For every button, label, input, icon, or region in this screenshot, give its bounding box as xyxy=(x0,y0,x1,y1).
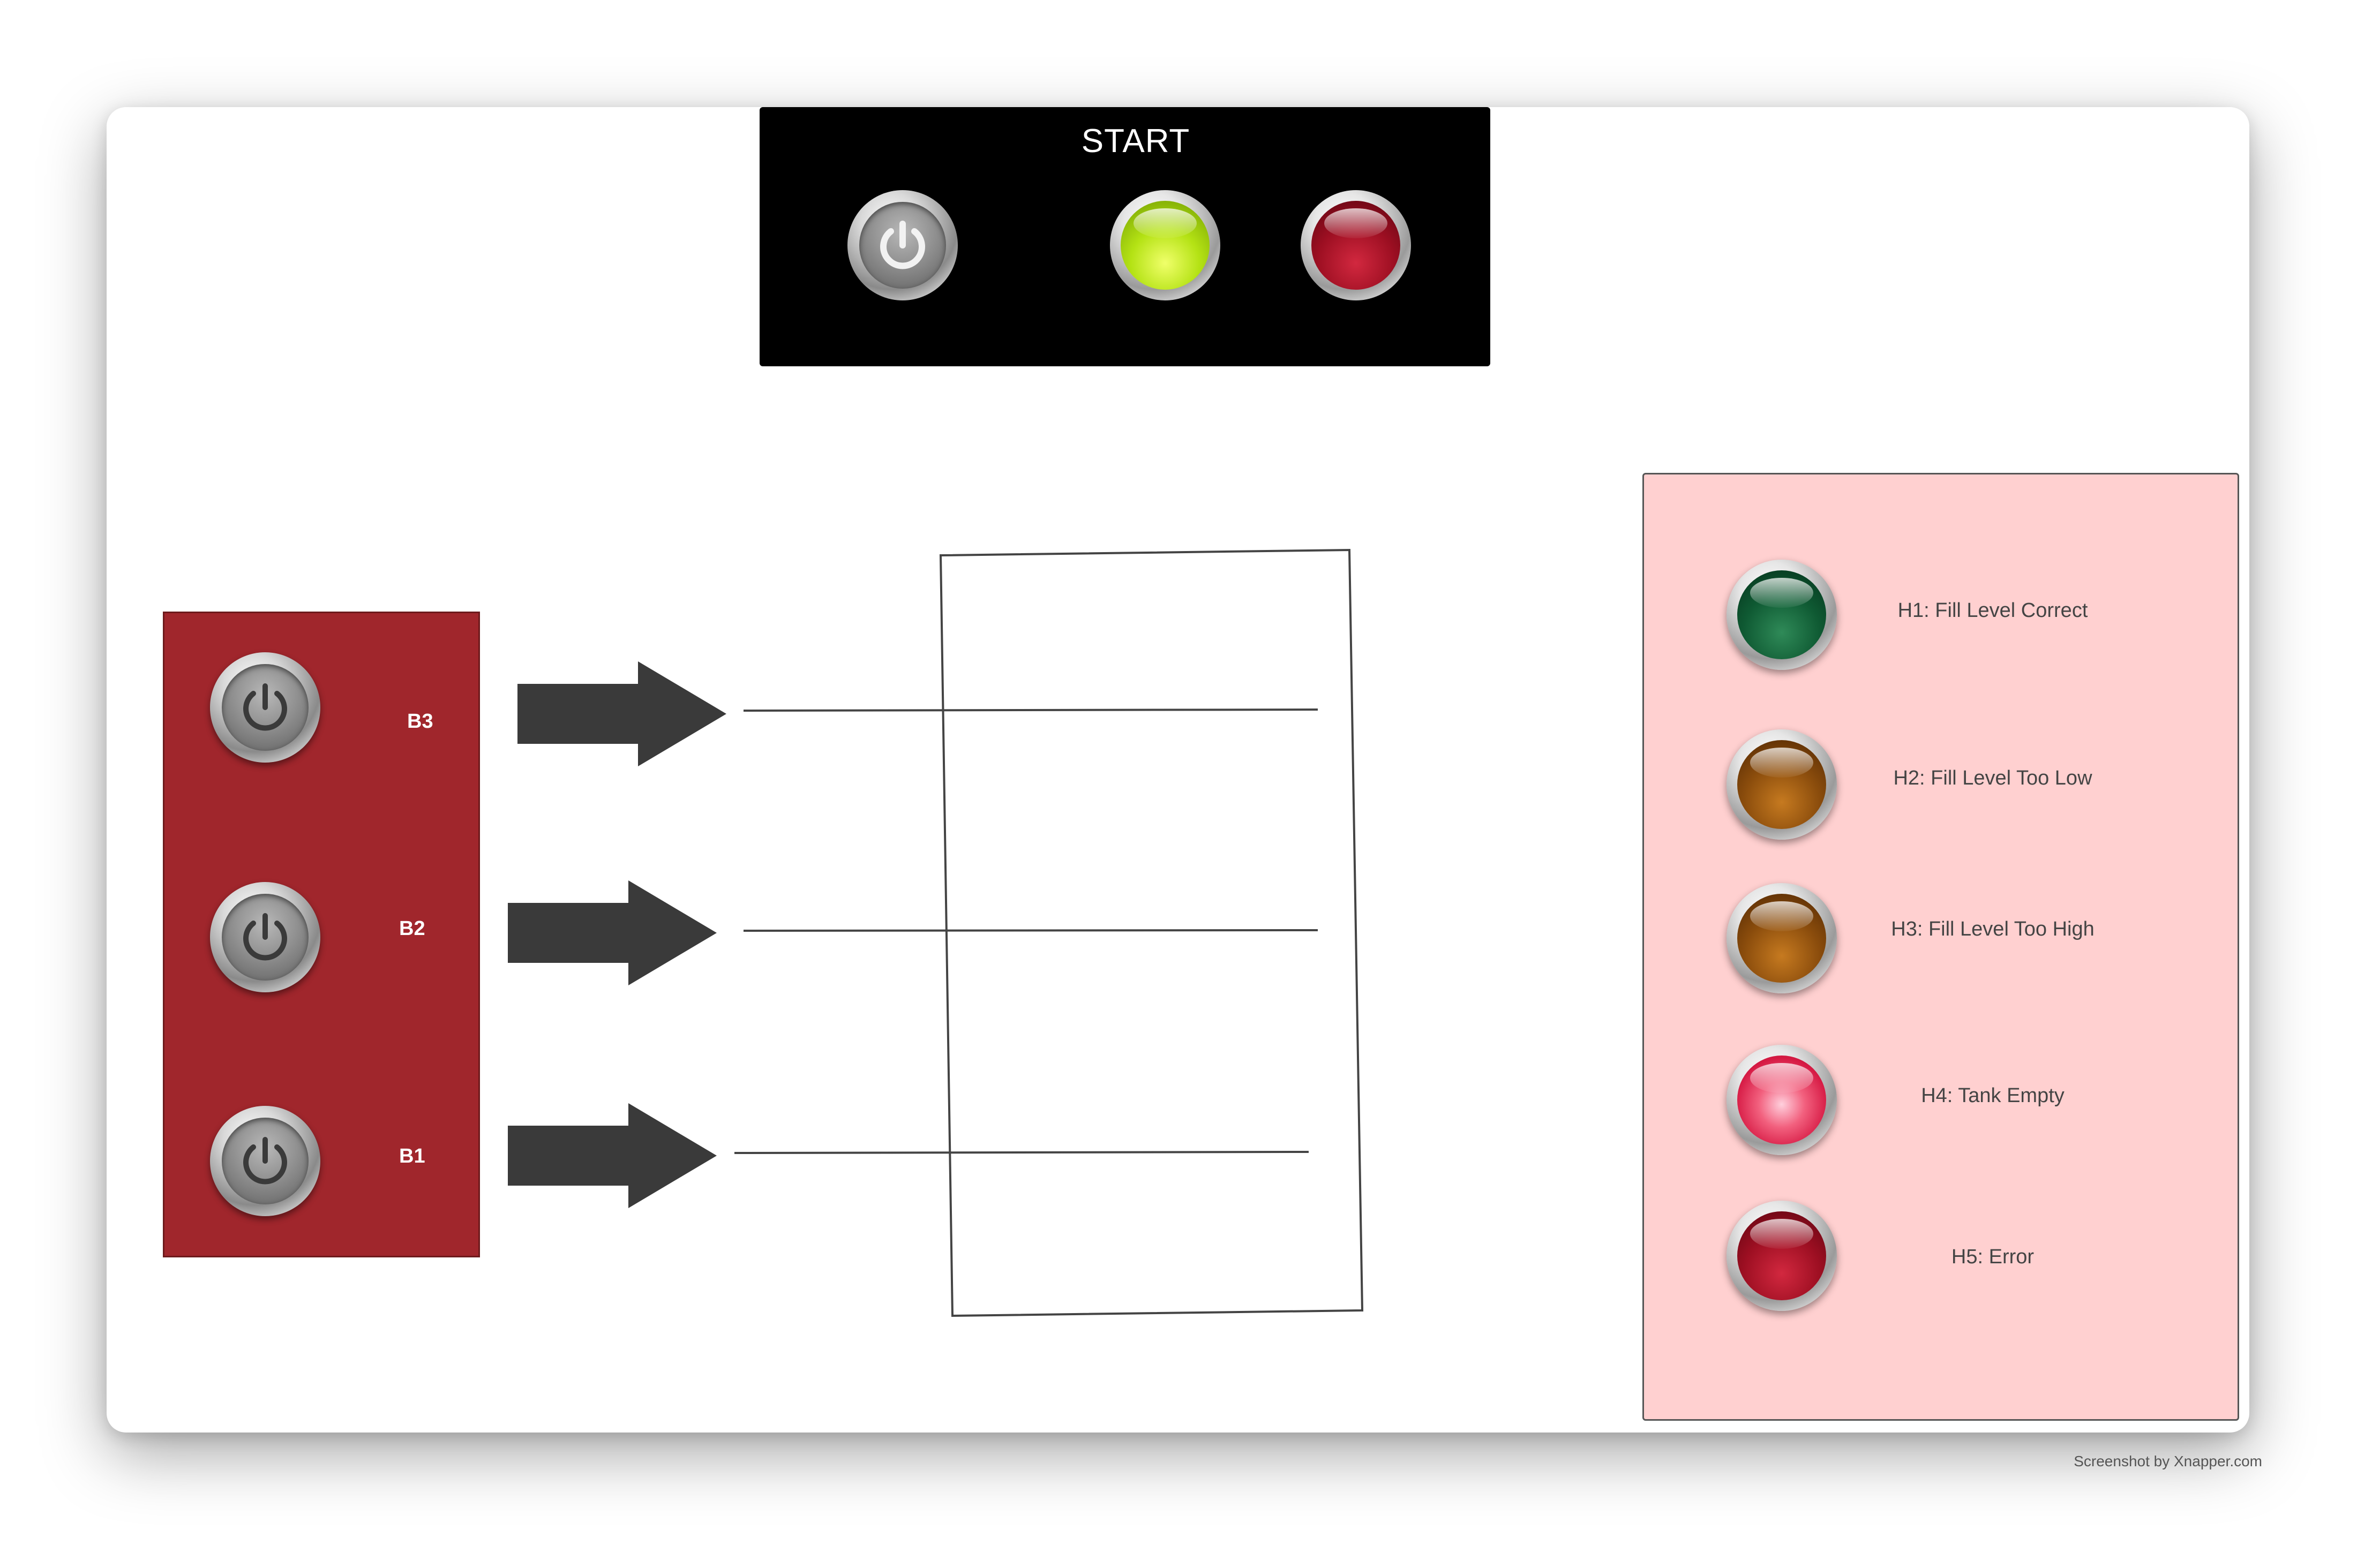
h5-lamp xyxy=(1727,1201,1837,1311)
h2-label: H2: Fill Level Too Low xyxy=(1893,767,2092,789)
run-lamp xyxy=(1110,190,1220,300)
h2-lamp xyxy=(1727,729,1837,840)
power-icon xyxy=(243,913,287,961)
arrow-right-icon xyxy=(508,880,717,985)
sensor-label-b1: B1 xyxy=(399,1145,425,1167)
stop-lamp xyxy=(1301,190,1411,300)
arrow-right-icon xyxy=(508,1103,717,1208)
h1-lamp xyxy=(1727,560,1837,670)
h5-label: H5: Error xyxy=(1951,1246,2035,1268)
h4-label: H4: Tank Empty xyxy=(1921,1084,2065,1107)
sensor-label-b2: B2 xyxy=(399,917,425,940)
sensor-b3-button[interactable] xyxy=(210,652,320,763)
h3-lamp xyxy=(1727,883,1837,993)
power-icon xyxy=(243,1137,287,1185)
arrow-right-icon xyxy=(517,661,726,766)
power-icon xyxy=(243,683,287,731)
start-power-button[interactable] xyxy=(847,190,958,300)
sensor-label-b3: B3 xyxy=(407,710,433,733)
sensor-b1-button[interactable] xyxy=(210,1106,320,1216)
sensor-b2-button[interactable] xyxy=(210,882,320,992)
h4-lamp xyxy=(1727,1045,1837,1155)
start-title: START xyxy=(1081,123,1190,160)
h1-label: H1: Fill Level Correct xyxy=(1897,599,2088,622)
h3-label: H3: Fill Level Too High xyxy=(1891,918,2095,940)
power-icon xyxy=(880,221,925,269)
watermark: Screenshot by Xnapper.com xyxy=(2074,1453,2262,1469)
